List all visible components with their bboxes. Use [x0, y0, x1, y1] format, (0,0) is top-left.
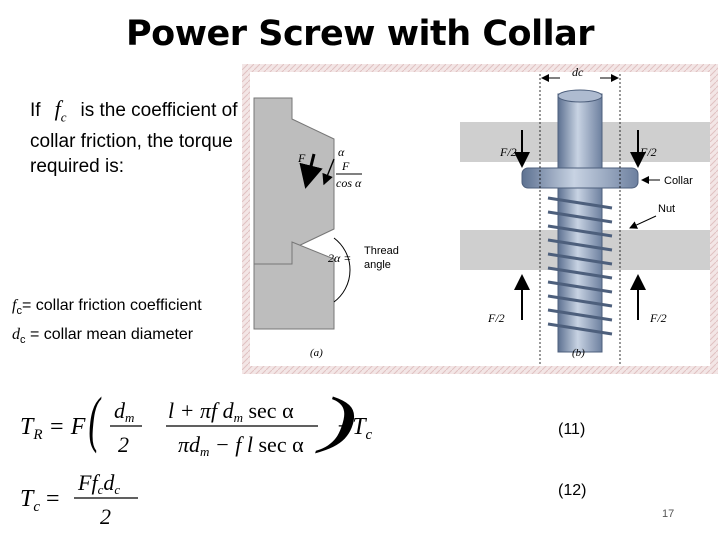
- shaft-top: [557, 89, 603, 103]
- eq11-lparen: (: [88, 388, 102, 454]
- eq12-two: 2: [100, 504, 111, 529]
- label-collar: Collar: [664, 175, 693, 187]
- def-dc-symbol: d: [12, 326, 20, 344]
- label-thread: Thread: [364, 245, 399, 257]
- definitions: fc= collar friction coefficient dc = col…: [12, 294, 202, 352]
- label-F-over-cos: F: [341, 159, 350, 173]
- def-fc: fc= collar friction coefficient: [12, 294, 202, 323]
- eq11-lhs: TR = F: [20, 414, 86, 443]
- caption-b: (b): [572, 347, 585, 359]
- intro-symbol-fc: fc: [54, 96, 67, 125]
- slide-title: Power Screw with Collar: [126, 14, 594, 54]
- eq11-two: 2: [118, 432, 129, 457]
- label-F: F: [297, 151, 306, 165]
- equation-12-number: (12): [558, 482, 587, 499]
- label-dc: dc: [572, 65, 584, 79]
- eq11-numerator: l + πf dm sec α: [168, 398, 294, 425]
- eq11-rparen: ): [314, 388, 357, 454]
- eq12-numerator: Ffcdc: [77, 470, 120, 497]
- screw-collar-figure: F α F cos α 2α = Thread angle dc F/2 F/2…: [242, 64, 718, 374]
- def-fc-sub: c: [16, 305, 22, 318]
- page-number: 17: [662, 508, 675, 520]
- label-angle: angle: [364, 259, 391, 271]
- collar: [521, 167, 639, 189]
- label-alpha: α: [338, 145, 345, 159]
- label-f2-right-bottom: F/2: [649, 311, 667, 325]
- def-fc-text: = collar friction coefficient: [21, 297, 202, 314]
- eq11-denominator: πdm − f l sec α: [178, 432, 304, 459]
- def-fc-symbol: f: [12, 297, 17, 314]
- label-nut: Nut: [658, 203, 675, 215]
- label-f2-left-top: F/2: [499, 145, 517, 159]
- label-f2-right-top: F/2: [639, 145, 657, 159]
- equation-12: Tc = Ffcdc 2: [20, 470, 138, 529]
- screw-shaft: [557, 93, 603, 353]
- def-dc: dc = collar mean diameter: [12, 323, 202, 352]
- thread-profile: [253, 97, 351, 330]
- def-dc-text: = collar mean diameter: [25, 326, 194, 344]
- label-f2-left-bottom: F/2: [487, 311, 505, 325]
- eq12-lhs: Tc =: [20, 486, 60, 515]
- equation-11-number: (11): [558, 421, 586, 438]
- equation-11: TR = F dm 2 ( l + πf dm sec α πdm − f l …: [20, 388, 373, 459]
- screw-threads: [547, 196, 613, 336]
- caption-a: (a): [310, 347, 323, 359]
- intro-prefix: If: [30, 100, 41, 121]
- def-dc-sub: c: [20, 334, 26, 347]
- eq11-dm: dm: [114, 398, 134, 425]
- screw-assembly: [460, 74, 710, 364]
- label-cos-alpha: cos α: [336, 176, 362, 190]
- label-two-alpha: 2α =: [328, 251, 351, 265]
- eq11-tc: +Tc: [336, 414, 373, 443]
- intro-suffix: is the coefficient of collar friction, t…: [30, 100, 238, 178]
